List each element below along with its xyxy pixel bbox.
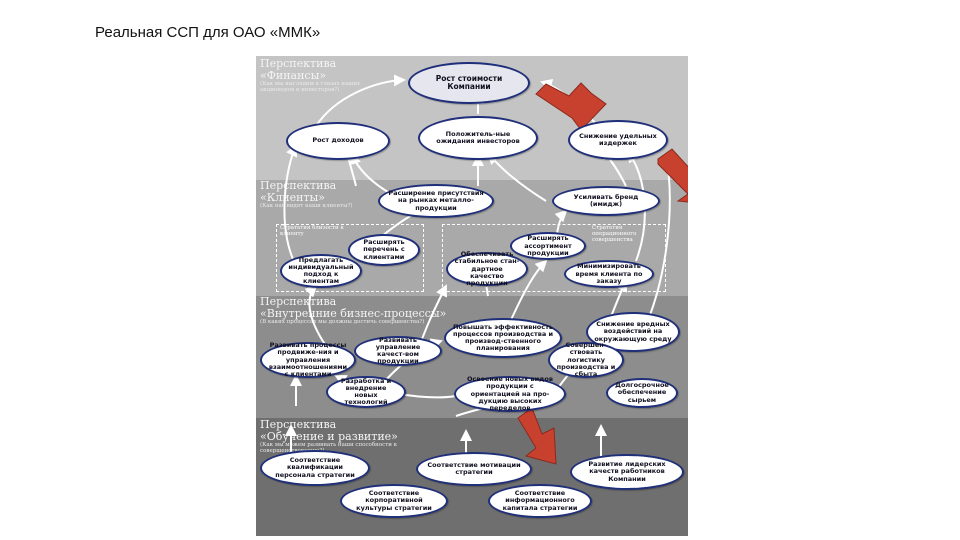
node-expand-clients[interactable]: Расширять перечень с клиентами [348,234,420,266]
perspective-clients: Перспектива «Клиенты» (Как нас видят наш… [260,180,353,210]
perspective-learning-name: «Обучение и развитие» [260,429,398,443]
node-culture[interactable]: Соответствие корпоративной культуры стра… [340,484,448,518]
node-raw-materials[interactable]: Долгосрочное обеспечение сырьем [606,378,678,408]
perspective-process-title: Перспектива [260,295,337,308]
node-process-efficiency[interactable]: Повышать эффективность процессов произво… [444,318,562,358]
perspective-finance-question: (Как мы выглядим в глазах наших акционер… [260,81,361,93]
group-client-intimacy-label: Стратегия близости к клиенту [280,225,344,237]
node-revenue-growth[interactable]: Рост доходов [286,122,390,160]
node-motivation[interactable]: Соответствие мотивации стратегии [416,452,532,486]
node-stable-quality[interactable]: Обеспечивать стабильное стан-дартное кач… [446,251,528,286]
perspective-clients-question: (Как нас видят наши клиенты?) [260,203,353,210]
strategy-map-diagram: Перспектива «Финансы» (Как мы выглядим в… [256,56,688,536]
node-minimize-time[interactable]: Минимизировать время клиента по заказу [564,260,654,288]
node-leadership[interactable]: Развитие лидерских качеств работников Ко… [570,454,684,490]
node-cost-reduction[interactable]: Снижение удельных издержек [568,120,668,160]
perspective-clients-name: «Клиенты» [260,190,325,204]
node-market-presence[interactable]: Расширение присутствия на рынках металло… [378,184,494,218]
node-client-processes[interactable]: Развивать процессы продвиже-ния и управл… [260,342,356,378]
perspective-finance-title: Перспектива [260,57,337,70]
perspective-finance: Перспектива «Финансы» (Как мы выглядим в… [260,58,380,94]
perspective-process-name: «Внутренние бизнес-процессы» [260,306,447,320]
perspective-clients-title: Перспектива [260,179,337,192]
slide-title: Реальная ССП для ОАО «ММК» [95,24,321,41]
node-sales-management[interactable]: Развивать управление качест-вом продукци… [354,336,442,366]
node-new-products[interactable]: Освоение новых видов продукции с ориента… [454,376,566,412]
group-client-intimacy [276,224,424,292]
group-operational-excellence-label: Стратегия операционного совершенства [592,225,637,243]
perspective-finance-name: «Финансы» [260,68,327,82]
perspective-process-question: (В каких процессах мы должны достичь сов… [260,319,425,326]
node-investor-expectations[interactable]: Положитель-ные ожидания инвесторов [418,116,538,160]
perspective-learning-title: Перспектива [260,418,337,431]
node-brand[interactable]: Усиливать бренд (имидж) [552,186,660,216]
red-arrow-motivation [517,407,557,465]
perspective-process: Перспектива «Внутренние бизнес-процессы»… [260,296,446,326]
node-planning-improvement[interactable]: Совершен-ствовать логистику производства… [548,342,624,378]
node-value-growth[interactable]: Рост стоимости Компании [408,62,530,104]
node-info-capital[interactable]: Соответствие информационного капитала ст… [488,484,592,518]
node-individual-approach[interactable]: Предлагать индивидуальный подход к клиен… [280,254,362,288]
node-new-tech[interactable]: Разработка и внедрение новых технологий [326,376,406,408]
highlight-arrows [517,82,688,465]
node-qualification[interactable]: Соответствие квалификации персонала стра… [260,450,370,486]
node-expand-range[interactable]: Расширять ассортимент продукции [510,232,586,260]
red-arrow-brand [657,148,688,203]
